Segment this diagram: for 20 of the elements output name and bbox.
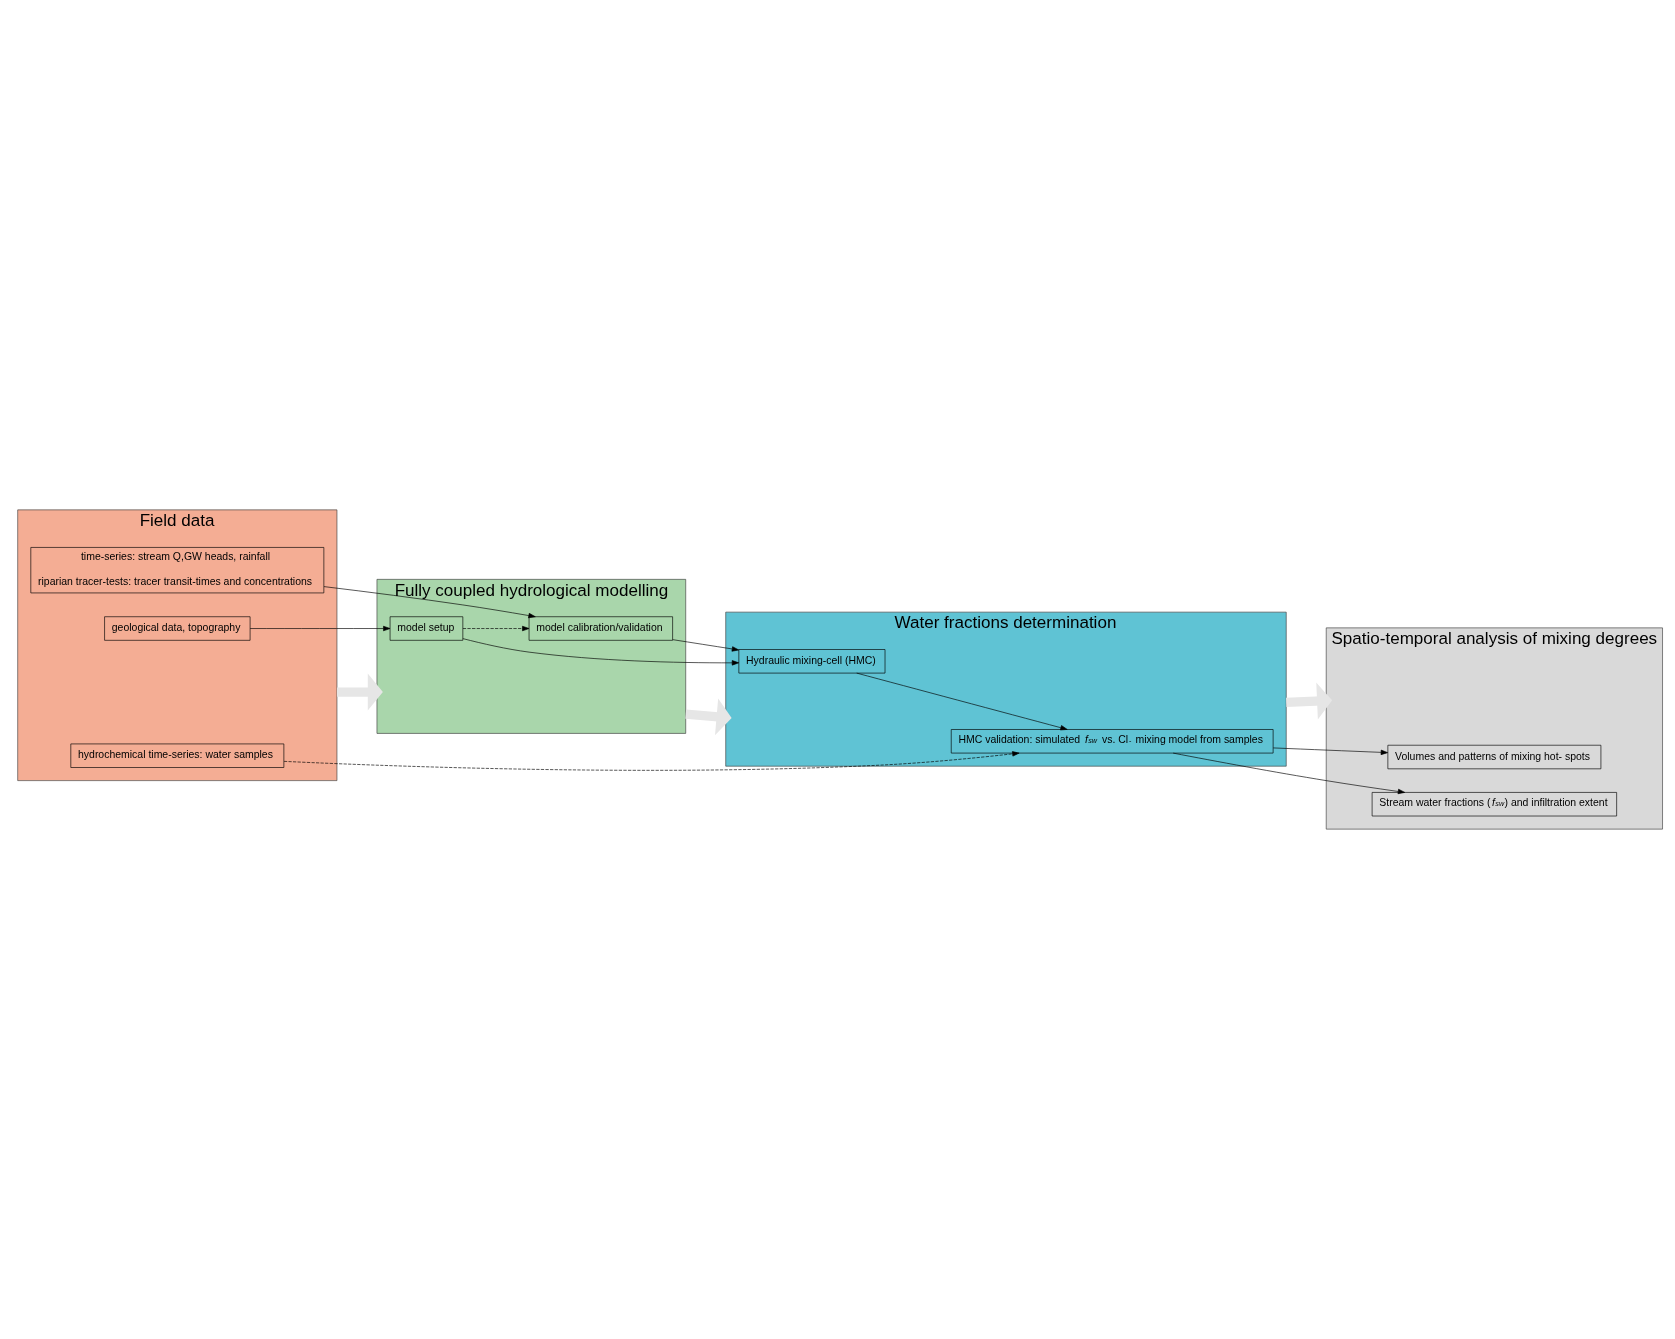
node-box: model setup	[389, 616, 464, 641]
arrow	[323, 586, 536, 619]
arrow	[249, 625, 391, 632]
arrow	[672, 639, 740, 652]
arrow	[462, 625, 530, 632]
arrow	[336, 673, 383, 711]
node-box: geological data, topography	[104, 616, 251, 641]
node-box: Volumes and patterns of mixing hot- spots	[1387, 744, 1602, 770]
node-box: Hydraulic mixing-cell (HMC)	[738, 649, 886, 674]
arrow	[462, 638, 740, 666]
node-box: Stream water fractions (fsw) and infiltration extent	[1371, 792, 1617, 817]
arrow	[1272, 747, 1388, 755]
arrow	[856, 672, 1068, 731]
node-box: HMC validation: simulated fsw vs. Cl- mixing model from samples	[950, 729, 1274, 754]
arrow	[1286, 682, 1333, 720]
arrow	[283, 751, 1020, 771]
arrow	[685, 698, 732, 736]
node-box: time-series: stream Q,GW heads, rainfall riparian tracer-tests: tracer transit-times and concentrations	[30, 547, 325, 594]
node-box: model calibration/validation	[528, 616, 673, 641]
node-box: hydrochemical time-series: water samples	[70, 743, 285, 768]
